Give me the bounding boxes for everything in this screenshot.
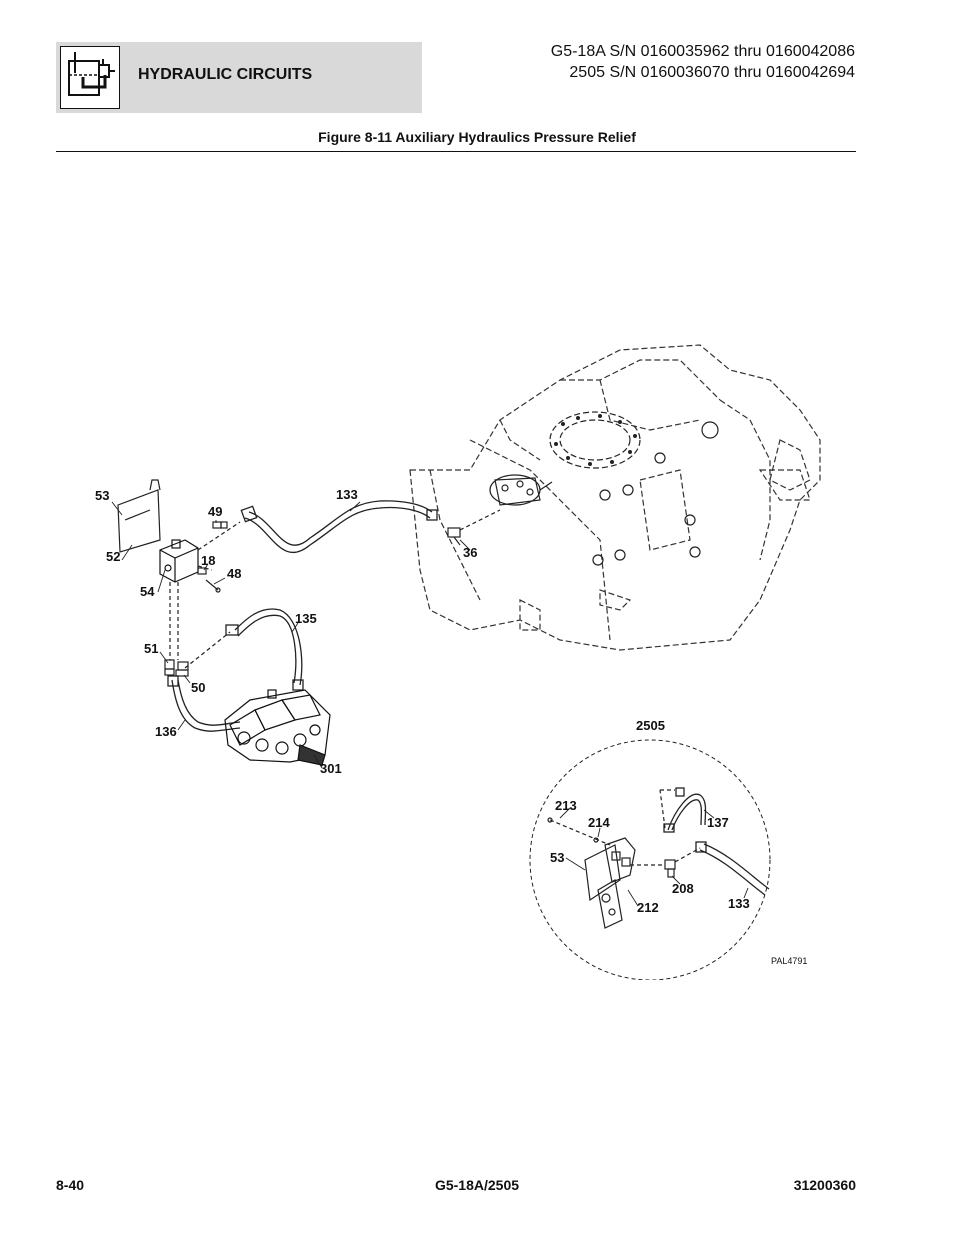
page-number: 8-40 (56, 1177, 85, 1193)
hose-135 (225, 608, 304, 691)
callout-135: 135 (295, 611, 317, 626)
frame-holes (592, 421, 719, 566)
inset-callout-208: 208 (672, 881, 694, 896)
callouts: 53 52 54 49 18 48 133 36 135 51 50 136 3… (95, 487, 750, 915)
fitting-36 (447, 527, 461, 546)
fitting-49 (212, 521, 228, 529)
fitting-48 (205, 579, 221, 593)
inset-callout-212: 212 (637, 900, 659, 915)
fitting-50 (175, 661, 189, 677)
callout-36: 36 (463, 545, 477, 560)
art-code: PAL4791 (771, 956, 807, 966)
inset-callout-137: 137 (707, 815, 729, 830)
callout-52: 52 (106, 549, 120, 564)
frame-phantom (409, 344, 821, 651)
callout-18: 18 (201, 553, 215, 568)
callout-54: 54 (140, 584, 155, 599)
inset-callout-53: 53 (550, 850, 564, 865)
inset-fitting-208 (664, 859, 676, 878)
manual-number: 31200360 (793, 1177, 856, 1193)
inset-callout-133: 133 (728, 896, 750, 911)
callout-301: 301 (320, 761, 342, 776)
figure-caption: Figure 8-11 Auxiliary Hydraulics Pressur… (318, 129, 636, 145)
hydraulic-diagram: 53 52 54 49 18 48 133 36 135 51 50 136 3… (95, 344, 821, 980)
control-valve (224, 689, 331, 766)
inset-hose-133 (695, 841, 770, 896)
callout-53: 53 (95, 488, 109, 503)
fitting-51 (164, 659, 175, 676)
callout-133: 133 (336, 487, 358, 502)
callout-49: 49 (208, 504, 222, 519)
header-rule (56, 151, 856, 152)
inset-callout-213: 213 (555, 798, 577, 813)
footer-model: G5-18A/2505 (434, 1177, 520, 1193)
inset-hose-137 (663, 787, 707, 833)
bracket (117, 479, 161, 553)
inset-callout-214: 214 (588, 815, 610, 830)
callout-50: 50 (191, 680, 205, 695)
section-title: HYDRAULIC CIRCUITS (138, 66, 313, 83)
hydraulic-reservoir-icon (60, 46, 120, 109)
tank-cover (549, 411, 641, 469)
callout-51: 51 (144, 641, 158, 656)
relief-valve (159, 539, 199, 583)
inset-2505 (529, 739, 771, 980)
fitting-18 (197, 567, 207, 575)
model-serial-range-2: 2505 S/N 0160036070 thru 0160042694 (569, 64, 855, 81)
model-serial-range-1: G5-18A S/N 0160035962 thru 0160042086 (550, 43, 855, 60)
hose-133 (240, 500, 438, 553)
pump-assembly (489, 474, 553, 506)
callout-136: 136 (155, 724, 177, 739)
section-header: HYDRAULIC CIRCUITS (56, 42, 422, 113)
inset-title: 2505 (636, 718, 665, 733)
callout-48: 48 (227, 566, 241, 581)
